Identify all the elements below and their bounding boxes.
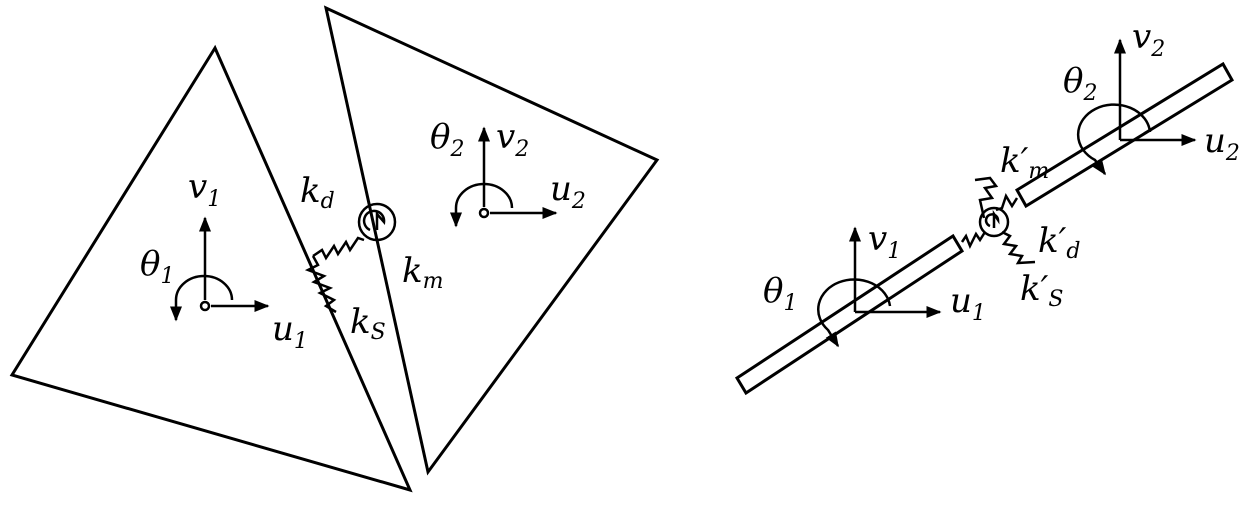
- v1-label: v1: [188, 167, 221, 212]
- theta1-label: θ1: [763, 271, 797, 316]
- left-diagram: θ1 v1 u1 θ2 v2 u2 kd km kS: [9, 5, 660, 493]
- u1-label: u1: [950, 281, 986, 326]
- bar-element-1: [734, 233, 965, 396]
- v1-label: v1: [868, 219, 901, 264]
- bar-element-2: [1014, 61, 1235, 209]
- km-label: km: [402, 251, 443, 294]
- centroid-1: [199, 300, 211, 312]
- kd-label: kd: [300, 171, 335, 214]
- ks-spring: [304, 255, 337, 314]
- theta2-label: θ2: [430, 117, 464, 162]
- right-diagram: θ1 v1 u1 θ2 v2 u2 k′m k′d k′S: [734, 17, 1240, 396]
- ks-spring: [1001, 230, 1036, 265]
- element-2-dofs: θ2 v2 u2: [1063, 17, 1240, 176]
- theta2-rotation-arrow: [1076, 103, 1152, 176]
- theta1-rotation-arrow: [170, 274, 234, 322]
- element-1-dofs: θ1 v1 u1: [140, 167, 308, 354]
- theta1-label: θ1: [140, 244, 174, 289]
- element-2-dofs: θ2 v2 u2: [430, 117, 586, 228]
- ks-prime-label: k′S: [1020, 269, 1063, 312]
- u1-label: u1: [272, 309, 308, 354]
- element-1-dofs: θ1 v1 u1: [763, 219, 986, 348]
- centroid-2: [478, 207, 490, 219]
- theta2-label: θ2: [1063, 61, 1097, 106]
- v2-label: v2: [496, 117, 529, 162]
- kd-spring-left: [960, 231, 987, 250]
- u2-label: u2: [1204, 121, 1240, 166]
- ks-label: kS: [350, 302, 386, 345]
- rotational-spring-hub: [978, 206, 1010, 238]
- theta2-rotation-arrow: [450, 182, 514, 228]
- km-prime-label: k′m: [1000, 141, 1049, 184]
- u2-label: u2: [550, 169, 586, 214]
- kd-spring: [312, 236, 365, 261]
- theta1-rotation-arrow: [817, 278, 892, 348]
- km-rotational-spring: [357, 202, 397, 242]
- v2-label: v2: [1132, 17, 1165, 62]
- kd-prime-label: k′d: [1038, 221, 1080, 264]
- km-spring: [974, 176, 999, 219]
